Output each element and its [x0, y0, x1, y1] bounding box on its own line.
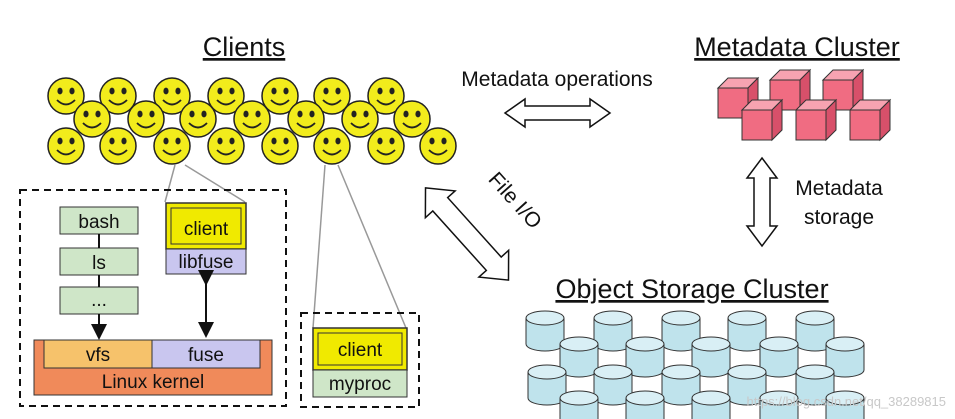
client-inner-box: [170, 207, 242, 245]
fuse-client-dashed-box: [19, 189, 287, 407]
smiley-icon: [233, 100, 271, 138]
storage-cylinders: [525, 310, 865, 419]
metadata-operations-arrow: [503, 97, 612, 129]
smiley-icon: [313, 127, 351, 165]
smiley-icon: [367, 127, 405, 165]
smiley-icon: [207, 77, 245, 115]
ellipsis-box: [59, 286, 139, 315]
connector-line: [312, 164, 326, 329]
smiley-icon: [207, 127, 245, 165]
storage-cylinder-icon: [661, 364, 701, 406]
smiley-icon: [419, 127, 457, 165]
smiley-icon: [47, 127, 85, 165]
smiley-icon: [99, 127, 137, 165]
ellipsis-label: ...: [91, 290, 107, 311]
storage-cylinder-icon: [593, 364, 633, 406]
file-io-label: File I/O: [484, 168, 546, 234]
storage-cylinder-icon: [527, 364, 567, 406]
metadata-operations-label: Metadata operations: [461, 68, 652, 91]
smiley-icon: [341, 100, 379, 138]
storage-cylinder-icon: [661, 310, 701, 352]
vfs-label: vfs: [86, 345, 110, 366]
myproc-client-label: client: [338, 340, 383, 361]
storage-cylinder-icon: [559, 390, 599, 419]
client-label: client: [184, 219, 229, 240]
watermark-text: https://blog.csdn.net/qq_38289815: [747, 394, 947, 409]
metadata-cluster-title: Metadata Cluster: [694, 32, 900, 62]
smiley-icon: [261, 127, 299, 165]
connector-line: [184, 164, 246, 203]
storage-cylinder-icon: [759, 390, 799, 419]
storage-cylinder-icon: [825, 336, 865, 378]
linux-kernel-label: Linux kernel: [102, 372, 204, 393]
smiley-icon: [261, 77, 299, 115]
smiley-icon: [47, 77, 85, 115]
smiley-icon: [153, 127, 191, 165]
ls-label: ls: [92, 253, 106, 274]
object-storage-cluster-title: Object Storage Cluster: [555, 274, 828, 304]
metadata-server-cube-icon: [848, 98, 892, 142]
bash-label: bash: [78, 212, 119, 233]
myproc-client-inner-box: [317, 332, 403, 366]
client-box: [165, 202, 247, 250]
libfuse-label: libfuse: [179, 252, 234, 273]
connector-line: [337, 164, 407, 329]
myproc-label: myproc: [329, 374, 391, 395]
smiley-icon: [367, 77, 405, 115]
smiley-icon: [127, 100, 165, 138]
myproc-client-box: [312, 327, 408, 371]
connector-line: [164, 164, 176, 203]
myproc-box: [312, 369, 408, 398]
smiley-icon: [287, 100, 325, 138]
ls-box: [59, 247, 139, 276]
storage-cylinder-icon: [825, 390, 865, 419]
clients-title: Clients: [203, 32, 286, 62]
smiley-icon: [393, 100, 431, 138]
smiley-icon: [99, 77, 137, 115]
storage-cylinder-icon: [525, 310, 565, 352]
file-io-arrow: [424, 187, 510, 281]
smiley-icon: [153, 77, 191, 115]
storage-cylinder-icon: [691, 390, 731, 419]
smiley-icon: [313, 77, 351, 115]
smiley-icon: [179, 100, 217, 138]
metadata-storage-label-line1: Metadata: [795, 177, 883, 200]
myproc-dashed-box: [300, 312, 420, 408]
fuse-label: fuse: [188, 345, 224, 366]
storage-cylinder-icon: [795, 364, 835, 406]
smiley-icon: [73, 100, 111, 138]
metadata-server-cubes: [716, 68, 892, 142]
bash-box: [59, 206, 139, 235]
storage-cylinder-icon: [625, 390, 665, 419]
metadata-storage-label-line2: storage: [804, 206, 874, 229]
metadata-server-cube-icon: [794, 98, 838, 142]
client-smileys: [47, 77, 457, 165]
storage-cylinder-icon: [559, 336, 599, 378]
metadata-server-cube-icon: [740, 98, 784, 142]
metadata-storage-arrow: [745, 156, 779, 248]
fuse-box: [151, 339, 261, 369]
libfuse-box: [165, 248, 247, 275]
